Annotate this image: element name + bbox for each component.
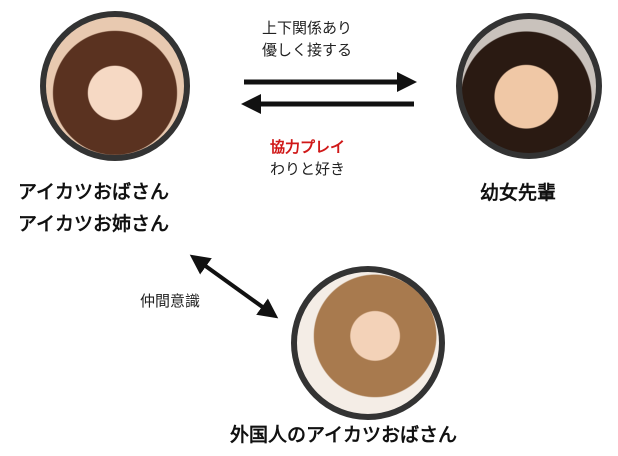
woman-label-line2: アイカツお姉さん	[18, 213, 170, 235]
coop-note-highlight: 協力プレイ	[270, 138, 346, 156]
woman-label-line1: アイカツおばさん	[18, 181, 170, 203]
child-photo	[456, 13, 602, 159]
coop-note-line2: わりと好き	[270, 160, 346, 178]
woman-label: アイカツおばさん アイカツお姉さん	[18, 176, 169, 240]
foreign-woman-label: 外国人のアイカツおばさん	[230, 424, 458, 446]
arrow-peer-bidirectional	[189, 254, 279, 319]
foreign-woman-photo	[291, 266, 445, 420]
hierarchy-note-line2: 優しく接する	[262, 41, 353, 59]
woman-photo	[40, 11, 190, 161]
hierarchy-note: 上下関係あり 優しく接する	[262, 17, 352, 61]
child-label: 幼女先輩	[480, 182, 557, 204]
hierarchy-note-line1: 上下関係あり	[262, 19, 353, 37]
peer-note: 仲間意識	[140, 292, 201, 310]
coop-note: 協力プレイ わりと好き	[270, 136, 345, 180]
